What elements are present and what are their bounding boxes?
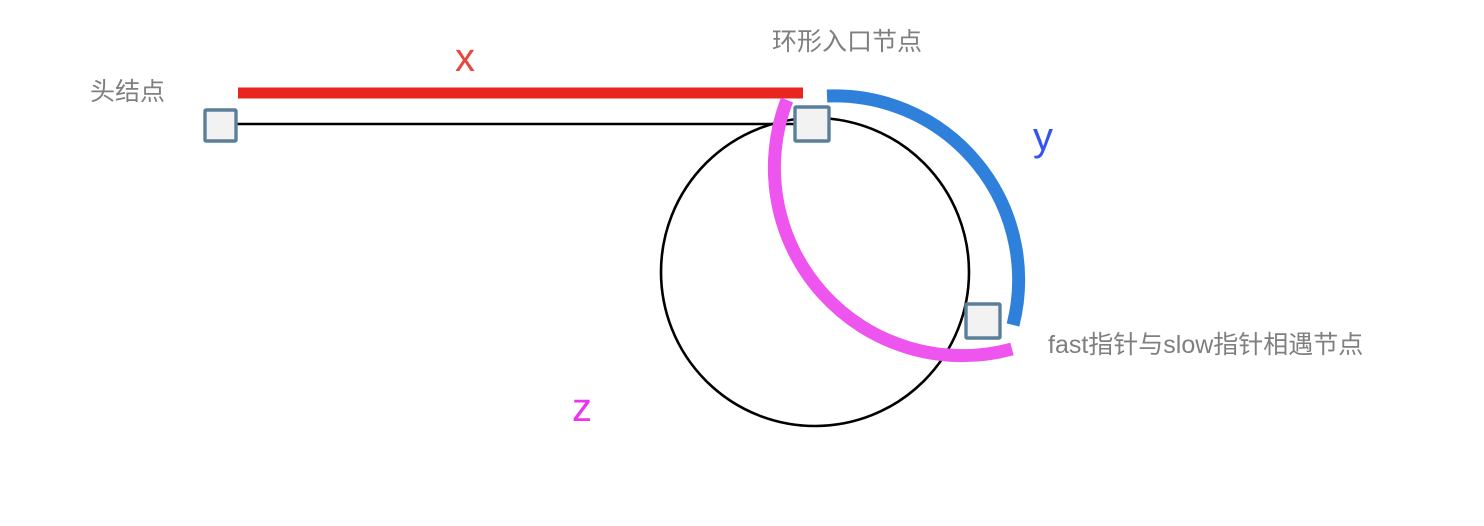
ring-entry-node[interactable] xyxy=(793,105,831,143)
meeting-node[interactable] xyxy=(964,302,1002,340)
segment-z-label: z xyxy=(572,386,592,430)
head-node-label: 头结点 xyxy=(90,78,166,106)
segment-z-stroke xyxy=(767,97,1014,363)
ring-entry-node-label: 环形入口节点 xyxy=(772,28,923,56)
meeting-node-label: fast指针与slow指针相遇节点 xyxy=(1048,331,1364,359)
head-node[interactable] xyxy=(203,108,238,143)
cycle-circle xyxy=(659,116,971,428)
segment-y-stroke xyxy=(826,89,1026,327)
segment-x-label: x xyxy=(455,36,475,80)
segment-y-label: y xyxy=(1033,115,1053,159)
